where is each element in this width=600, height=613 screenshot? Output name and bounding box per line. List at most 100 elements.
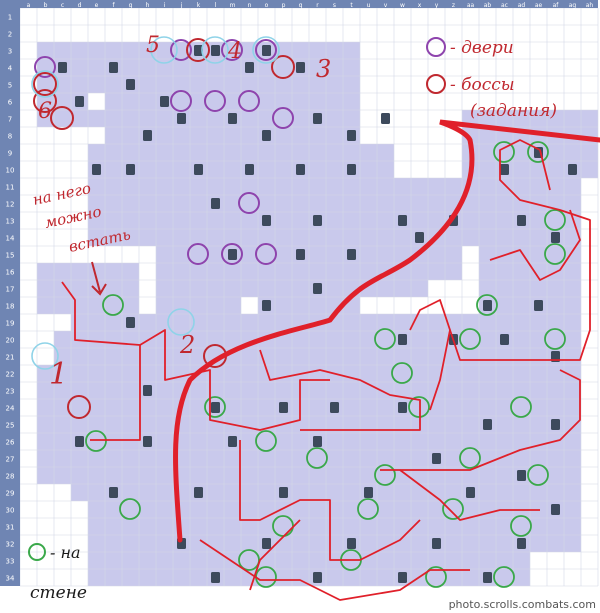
column-label: u [367,2,371,9]
door-marker-circle [170,90,192,112]
number-marker-circle [252,36,280,64]
column-header-bar [0,0,598,8]
route-lines [61,119,600,601]
boss-marker-circle [271,55,295,79]
legend-wall-circle [28,543,46,561]
wall-marker-circle [238,549,260,571]
wall-marker-circle [425,566,447,588]
door-marker-circle [238,90,260,112]
row-label: 29 [6,490,15,498]
column-label: n [248,2,252,9]
row-label: 6 [8,99,13,107]
map-object-icon [517,470,526,481]
number-marker-circle [31,342,59,370]
wall-marker-circle [442,498,464,520]
map-object-icon [313,572,322,583]
boss-marker-circle [50,106,74,130]
column-label: b [44,2,48,9]
row-label: 25 [6,422,15,430]
legend-bosses-text: - боссы [450,75,515,95]
map-object-icon [262,300,271,311]
column-label: aa [467,2,475,9]
map-object-icon [347,130,356,141]
route-path [399,469,540,521]
row-label: 10 [6,167,15,175]
map-object-icon [381,113,390,124]
row-label: 19 [6,320,15,328]
column-label: c [61,2,64,9]
map-object-icon [262,45,271,56]
route-path [139,329,330,431]
legend-doors-text: - двери [450,38,514,58]
column-label: d [78,2,82,9]
map-object-icon [551,419,560,430]
legend-tasks-text: (задания) [470,101,557,121]
door-marker-circle [204,90,226,112]
map-object-icon [279,402,288,413]
door-marker-circle [238,192,260,214]
number-marker-circle [167,308,195,336]
legend-wall-text-2: стене [30,583,87,603]
marker-number-2: 2 [179,331,195,359]
map-object-icon [415,232,424,243]
map-object-icon [126,79,135,90]
column-label: t [350,2,353,9]
column-label: k [197,2,201,9]
wall-marker-circle [459,447,481,469]
row-label: 12 [6,201,15,209]
map-object-icon [398,402,407,413]
map-object-icon [551,232,560,243]
boundary-line [173,119,600,543]
boss-marker-circle [33,72,57,96]
map-object-icon [228,113,237,124]
map-object-icon [92,164,101,175]
annotation-arrow [91,261,107,296]
column-label: l [215,2,217,9]
row-label: 28 [6,473,15,481]
route-path [489,209,581,281]
map-object-icon [194,164,203,175]
wall-marker-circle [510,396,532,418]
boss-marker-circle [67,395,91,419]
wall-marker-circle [119,498,141,520]
map-object-icon [313,215,322,226]
map-object-icon [194,45,203,56]
column-label: j [180,2,183,9]
route-path [239,440,421,561]
map-object-icon [228,436,237,447]
marker-number-6: 6 [38,99,52,124]
door-marker-circle [221,39,243,61]
column-label: g [129,2,133,9]
row-label: 8 [8,133,12,141]
column-label: ag [569,2,577,9]
map-object-icon [517,538,526,549]
legend-boss-circle [426,74,446,94]
grid-lines [19,7,599,587]
map-object-icon [58,62,67,73]
map-object-icon [296,249,305,260]
row-label: 13 [6,218,15,226]
column-label: z [452,2,455,9]
column-label: e [95,2,99,9]
map-object-icon [245,62,254,73]
map-object-icon [500,334,509,345]
row-header-bar [0,0,20,586]
row-label: 16 [6,269,15,277]
map-object-icon [211,572,220,583]
map-object-icon [296,164,305,175]
wall-marker-circle [255,430,277,452]
row-label: 7 [8,116,12,124]
column-label: f [112,2,115,9]
map-object-icon [262,538,271,549]
number-marker-circle [201,36,229,64]
map-object-icon [398,334,407,345]
map-object-icon [109,62,118,73]
row-label: 9 [8,150,12,158]
route-path [199,539,470,601]
map-object-icon [330,402,339,413]
map-object-icon [500,164,509,175]
wall-marker-circle [459,328,481,350]
map-object-icon [296,62,305,73]
wall-marker-circle [85,430,107,452]
